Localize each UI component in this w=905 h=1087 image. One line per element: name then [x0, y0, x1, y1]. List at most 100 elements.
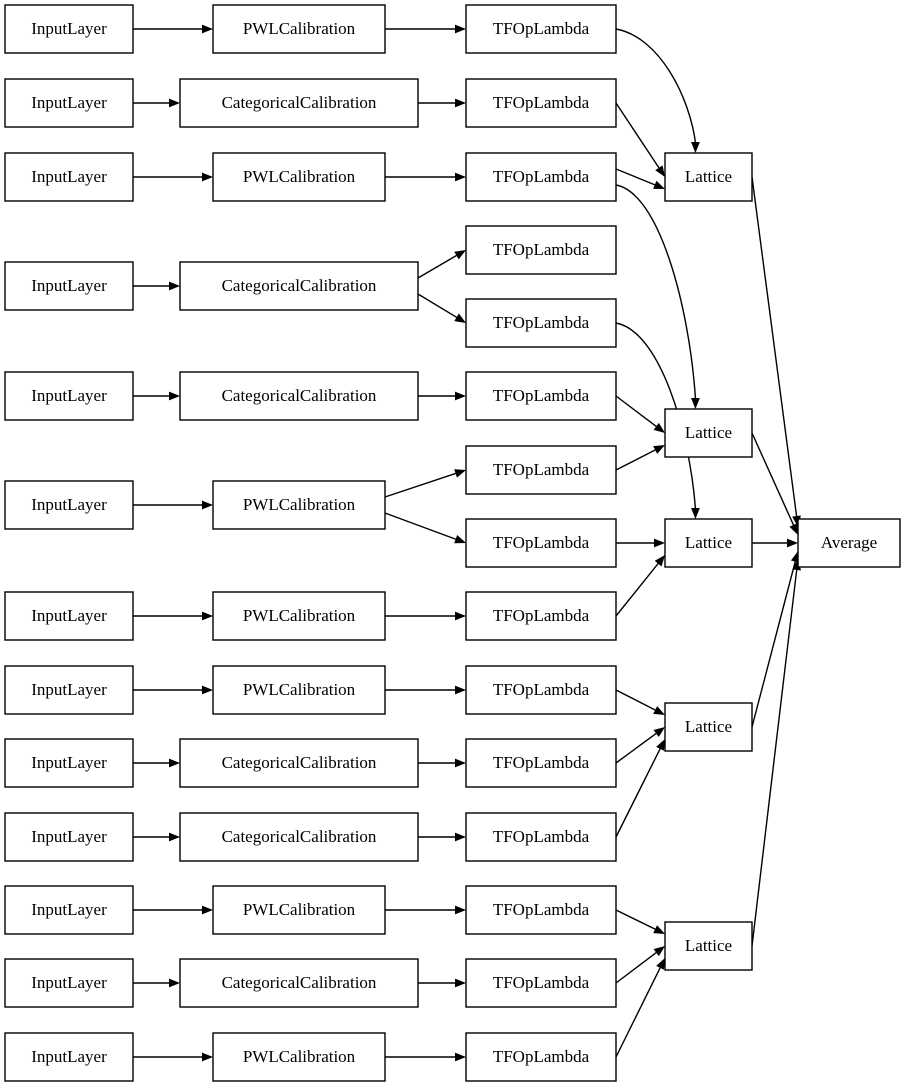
- node-input-layer-in10[interactable]: InputLayer: [4, 812, 134, 862]
- node-lattice-lat1[interactable]: Lattice: [664, 152, 753, 202]
- edge-arrowhead: [654, 555, 665, 567]
- node-input-layer-in4[interactable]: InputLayer: [4, 261, 134, 311]
- edge-in13-to-cal13: [133, 1052, 213, 1062]
- edge-in8-to-cal8: [133, 685, 213, 695]
- node-tfop-lambda-tf1[interactable]: TFOpLambda: [465, 4, 617, 54]
- node-pwlcalibration-cal7[interactable]: PWLCalibration: [212, 591, 386, 641]
- node-input-layer-in5[interactable]: InputLayer: [4, 371, 134, 421]
- node-tfop-lambda-tf6[interactable]: TFOpLambda: [465, 371, 617, 421]
- node-box: [465, 958, 617, 1008]
- node-categorical-calibration-cal2[interactable]: CategoricalCalibration: [179, 78, 419, 128]
- node-input-layer-in6[interactable]: InputLayer: [4, 480, 134, 530]
- edge-arrowhead: [455, 905, 466, 915]
- edge-arrowhead: [789, 523, 798, 535]
- edge-in10-to-cal10: [133, 832, 180, 842]
- node-categorical-calibration-cal4[interactable]: CategoricalCalibration: [179, 261, 419, 311]
- node-input-layer-in3[interactable]: InputLayer: [4, 152, 134, 202]
- node-box: [664, 408, 753, 458]
- node-pwlcalibration-cal13[interactable]: PWLCalibration: [212, 1032, 386, 1082]
- node-input-layer-in1[interactable]: InputLayer: [4, 4, 134, 54]
- edge-arrowhead: [655, 165, 665, 177]
- node-categorical-calibration-cal5[interactable]: CategoricalCalibration: [179, 371, 419, 421]
- node-box: [664, 152, 753, 202]
- node-tfop-lambda-tf4[interactable]: TFOpLambda: [465, 225, 617, 275]
- edge-in2-to-cal2: [133, 98, 180, 108]
- edge-arrowhead: [454, 469, 466, 478]
- node-tfop-lambda-tf2[interactable]: TFOpLambda: [465, 78, 617, 128]
- node-lattice-lat2[interactable]: Lattice: [664, 408, 753, 458]
- node-pwlcalibration-cal1[interactable]: PWLCalibration: [212, 4, 386, 54]
- edge-arrowhead: [202, 500, 213, 510]
- node-box: [179, 371, 419, 421]
- edge-in1-to-cal1: [133, 24, 213, 34]
- node-box: [179, 261, 419, 311]
- node-tfop-lambda-tf12[interactable]: TFOpLambda: [465, 812, 617, 862]
- edge-line: [751, 176, 798, 517]
- node-tfop-lambda-tf13[interactable]: TFOpLambda: [465, 885, 617, 935]
- edge-in4-to-cal4: [133, 281, 180, 291]
- edge-tf15-to-lat5: [615, 958, 665, 1058]
- node-tfop-lambda-tf14[interactable]: TFOpLambda: [465, 958, 617, 1008]
- edge-cal4-to-tf4: [417, 250, 466, 279]
- edge-line: [615, 562, 659, 617]
- node-lattice-lat3[interactable]: Lattice: [664, 518, 753, 568]
- edge-lat2-to-avg: [751, 432, 798, 535]
- node-input-layer-in2[interactable]: InputLayer: [4, 78, 134, 128]
- edge-line: [615, 951, 658, 984]
- node-tfop-lambda-tf11[interactable]: TFOpLambda: [465, 738, 617, 788]
- node-tfop-lambda-tf8[interactable]: TFOpLambda: [465, 518, 617, 568]
- node-tfop-lambda-tf7[interactable]: TFOpLambda: [465, 445, 617, 495]
- node-tfop-lambda-tf10[interactable]: TFOpLambda: [465, 665, 617, 715]
- node-box: [465, 591, 617, 641]
- edge-lat4-to-avg: [751, 551, 800, 728]
- node-tfop-lambda-tf3[interactable]: TFOpLambda: [465, 152, 617, 202]
- node-input-layer-in7[interactable]: InputLayer: [4, 591, 134, 641]
- node-box: [4, 261, 134, 311]
- edge-arrowhead: [169, 758, 180, 768]
- edge-arrowhead: [654, 538, 665, 548]
- node-pwlcalibration-cal3[interactable]: PWLCalibration: [212, 152, 386, 202]
- edge-tf2-to-lat1: [615, 102, 665, 177]
- node-categorical-calibration-cal9[interactable]: CategoricalCalibration: [179, 738, 419, 788]
- node-input-layer-in9[interactable]: InputLayer: [4, 738, 134, 788]
- edge-arrowhead: [653, 445, 665, 454]
- edge-arrowhead: [202, 905, 213, 915]
- node-tfop-lambda-tf5[interactable]: TFOpLambda: [465, 298, 617, 348]
- edge-arrowhead: [455, 978, 466, 988]
- edge-arrowhead: [455, 832, 466, 842]
- node-lattice-lat5[interactable]: Lattice: [664, 921, 753, 971]
- edge-arrowhead: [653, 946, 665, 957]
- node-box: [4, 4, 134, 54]
- node-pwlcalibration-cal8[interactable]: PWLCalibration: [212, 665, 386, 715]
- node-input-layer-in13[interactable]: InputLayer: [4, 1032, 134, 1082]
- node-box: [179, 78, 419, 128]
- node-average-avg[interactable]: Average: [797, 518, 901, 568]
- node-categorical-calibration-cal12[interactable]: CategoricalCalibration: [179, 958, 419, 1008]
- node-input-layer-in11[interactable]: InputLayer: [4, 885, 134, 935]
- edge-arrowhead: [455, 685, 466, 695]
- node-pwlcalibration-cal11[interactable]: PWLCalibration: [212, 885, 386, 935]
- edge-arrowhead: [202, 24, 213, 34]
- edge-arrowhead: [169, 832, 180, 842]
- node-box: [465, 518, 617, 568]
- edge-arrowhead: [169, 281, 180, 291]
- edge-cal7-to-tf9: [385, 611, 466, 621]
- node-pwlcalibration-cal6[interactable]: PWLCalibration: [212, 480, 386, 530]
- node-box: [664, 921, 753, 971]
- edge-lat1-to-avg: [751, 176, 801, 527]
- edge-cal8-to-tf10: [385, 685, 466, 695]
- node-tfop-lambda-tf9[interactable]: TFOpLambda: [465, 591, 617, 641]
- node-lattice-lat4[interactable]: Lattice: [664, 702, 753, 752]
- edge-tf10-to-lat4: [615, 689, 665, 715]
- node-box: [4, 958, 134, 1008]
- edge-arrowhead: [455, 24, 466, 34]
- node-input-layer-in12[interactable]: InputLayer: [4, 958, 134, 1008]
- edge-arrowhead: [169, 978, 180, 988]
- node-tfop-lambda-tf15[interactable]: TFOpLambda: [465, 1032, 617, 1082]
- node-layer: InputLayerInputLayerInputLayerInputLayer…: [4, 4, 901, 1082]
- node-box: [212, 1032, 386, 1082]
- edge-line: [615, 748, 661, 838]
- edge-line: [615, 395, 658, 428]
- node-categorical-calibration-cal10[interactable]: CategoricalCalibration: [179, 812, 419, 862]
- node-input-layer-in8[interactable]: InputLayer: [4, 665, 134, 715]
